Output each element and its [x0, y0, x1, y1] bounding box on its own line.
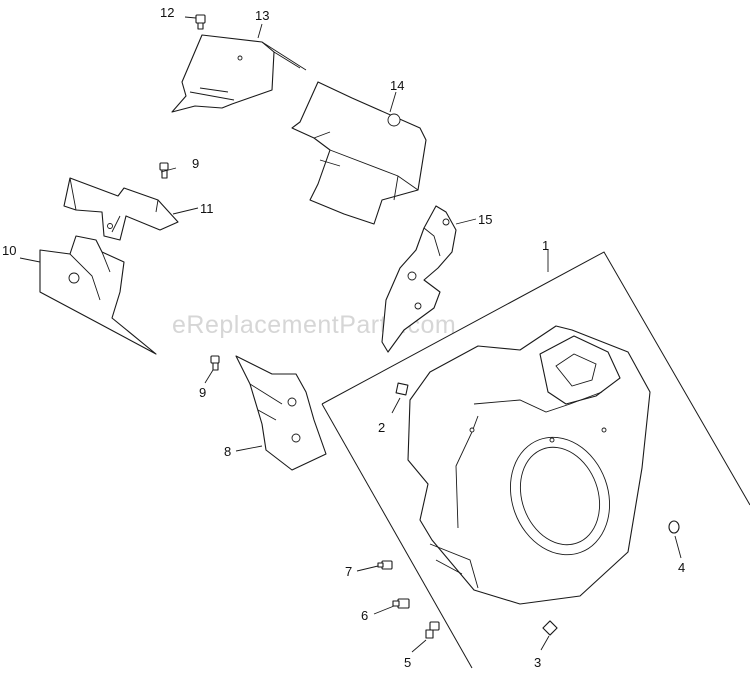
- callout-8: 8: [224, 444, 231, 459]
- part-3-nut[interactable]: [542, 620, 558, 636]
- callout-9-lower: 9: [199, 385, 206, 400]
- callout-9-upper: 9: [192, 156, 199, 171]
- callout-14: 14: [390, 78, 404, 93]
- part-13-baffle[interactable]: [171, 34, 307, 113]
- assembly-frame: [321, 251, 750, 506]
- part-4-plug[interactable]: [668, 520, 680, 534]
- part-6-screw[interactable]: [392, 598, 410, 609]
- part-5-screw[interactable]: [425, 621, 440, 639]
- callout-6: 6: [361, 608, 368, 623]
- leader-lines: [19, 16, 682, 653]
- part-9-screw-lower[interactable]: [210, 355, 220, 371]
- part-1-blower-housing[interactable]: [407, 325, 651, 605]
- callout-10: 10: [2, 243, 16, 258]
- callout-5: 5: [404, 655, 411, 670]
- callout-15: 15: [478, 212, 492, 227]
- callout-2: 2: [378, 420, 385, 435]
- callout-3: 3: [534, 655, 541, 670]
- callout-7: 7: [345, 564, 352, 579]
- callout-13: 13: [255, 8, 269, 23]
- part-8-baffle[interactable]: [235, 355, 327, 471]
- part-12-screw[interactable]: [195, 14, 206, 30]
- callout-12: 12: [160, 5, 174, 20]
- part-15-baffle[interactable]: [381, 205, 457, 353]
- assembly-frame-left: [321, 403, 473, 669]
- callout-11: 11: [200, 201, 214, 216]
- callout-1: 1: [542, 238, 549, 253]
- part-9-screw-upper[interactable]: [159, 162, 169, 179]
- part-14-shroud[interactable]: [291, 81, 427, 225]
- part-10-bracket[interactable]: [39, 235, 157, 355]
- part-2-nut[interactable]: [395, 382, 409, 396]
- part-11-bracket[interactable]: [63, 177, 179, 241]
- part-7-screw[interactable]: [377, 560, 393, 570]
- callout-4: 4: [678, 560, 685, 575]
